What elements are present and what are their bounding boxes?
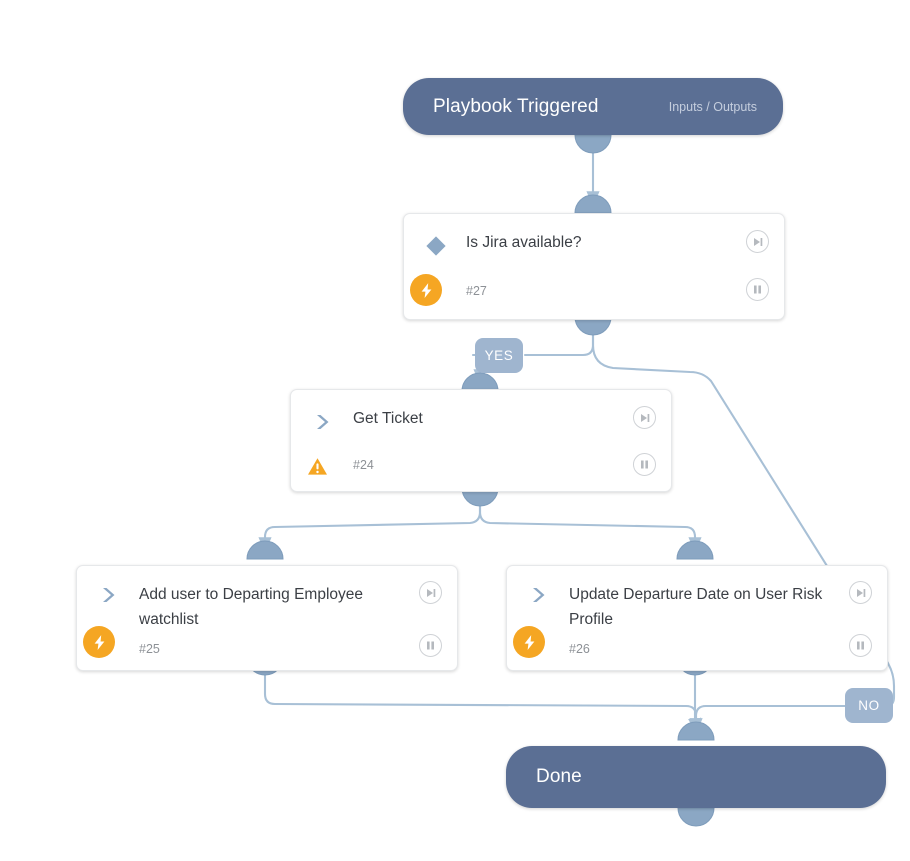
node-title: Add user to Departing Employee watchlist — [139, 586, 364, 628]
node-id-label: #24 — [353, 458, 374, 472]
bolt-badge-icon — [410, 274, 442, 306]
node-title: Is Jira available? — [466, 234, 582, 251]
step-forward-icon[interactable] — [633, 406, 656, 429]
port-decision-top — [574, 194, 612, 214]
node-title: Update Departure Date on User Risk Profi… — [569, 586, 823, 628]
pause-icon[interactable] — [633, 453, 656, 476]
edge-getticket-to-adduser — [258, 495, 482, 553]
node-done[interactable]: Done — [506, 746, 886, 808]
node-title: Playbook Triggered — [433, 95, 599, 117]
diamond-icon — [421, 231, 451, 261]
edge-label-yes[interactable]: YES — [475, 338, 523, 373]
bolt-badge-icon — [513, 626, 545, 658]
chevron-right-icon — [524, 580, 554, 610]
chevron-right-icon — [308, 407, 338, 437]
node-id-label: #26 — [569, 642, 590, 656]
node-playbook-triggered[interactable]: Playbook Triggered Inputs / Outputs — [403, 78, 783, 135]
pause-icon[interactable] — [746, 278, 769, 301]
edge-decision-to-yes — [523, 324, 595, 357]
node-title: Done — [536, 766, 582, 787]
node-add-user-to-watchlist[interactable]: Add user to Departing Employee watchlist… — [76, 565, 458, 671]
node-title: Get Ticket — [353, 410, 423, 427]
port-adduser-top — [246, 540, 284, 560]
edge-no-to-done — [689, 704, 847, 734]
node-inputs-outputs-link[interactable]: Inputs / Outputs — [668, 99, 757, 114]
bolt-badge-icon — [83, 626, 115, 658]
node-update-departure-date[interactable]: Update Departure Date on User Risk Profi… — [506, 565, 888, 671]
edge-adduser-to-done — [263, 663, 703, 734]
node-is-jira-available[interactable]: Is Jira available? #27 — [403, 213, 785, 320]
edge-updatedate-to-done — [688, 663, 702, 734]
port-start-bottom — [574, 134, 612, 154]
pause-icon[interactable] — [849, 634, 872, 657]
pause-icon[interactable] — [419, 634, 442, 657]
chevron-right-icon — [94, 580, 124, 610]
edge-getticket-to-updatedate — [478, 495, 702, 553]
warning-triangle-icon — [307, 456, 328, 477]
step-forward-icon[interactable] — [849, 581, 872, 604]
node-get-ticket[interactable]: Get Ticket #24 — [290, 389, 672, 492]
edge-label-no[interactable]: NO — [845, 688, 893, 723]
port-done-bottom — [677, 807, 715, 827]
node-id-label: #25 — [139, 642, 160, 656]
port-updatedate-top — [676, 540, 714, 560]
port-done-top — [677, 721, 715, 741]
step-forward-icon[interactable] — [419, 581, 442, 604]
step-forward-icon[interactable] — [746, 230, 769, 253]
node-id-label: #27 — [466, 284, 487, 298]
